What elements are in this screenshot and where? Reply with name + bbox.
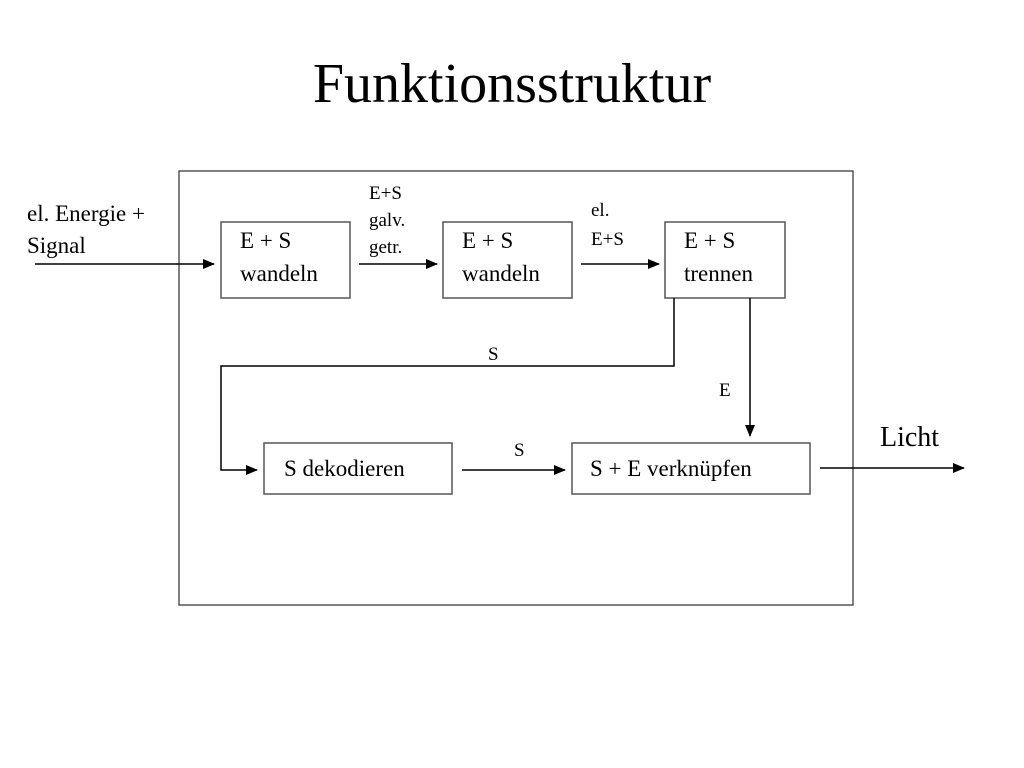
box-convert-1: E + S wandeln [220, 221, 351, 299]
input-label-line2: Signal [27, 233, 86, 258]
box-convert-2-text: E + S wandeln [462, 228, 540, 286]
flow-label-galvanic-line1: E+S [369, 183, 402, 204]
box-combine: S + E verknüpfen [571, 442, 811, 495]
box-separate-frame [664, 221, 786, 299]
box-convert-2-line1: E + S [462, 228, 513, 253]
box-combine-label: S + E verknüpfen [590, 456, 752, 481]
box-decode: S dekodieren [263, 442, 453, 495]
box-convert-1-line1: E + S [240, 228, 291, 253]
box-combine-frame [571, 442, 811, 495]
output-label: Licht [880, 422, 939, 453]
input-label: el. Energie + Signal [27, 201, 151, 258]
flow-label-electric-line2: E+S [591, 229, 624, 250]
flow-label-electric-line1: el. [591, 200, 609, 221]
flow-label-signal-decoded: S [514, 440, 525, 461]
box-separate-line2: trennen [684, 261, 753, 286]
flow-label-galvanic-line2: galv. [369, 210, 405, 231]
box-convert-2-frame [442, 221, 573, 299]
box-separate: E + S trennen [664, 221, 786, 299]
flow-label-galvanic: E+S galv. getr. [369, 183, 410, 258]
box-convert-2: E + S wandeln [442, 221, 573, 299]
box-separate-text: E + S trennen [684, 228, 753, 286]
flow-label-signal-feedback: S [488, 344, 499, 365]
box-decode-frame [263, 442, 453, 495]
input-label-line1: el. Energie + [27, 201, 145, 226]
box-convert-1-frame [220, 221, 351, 299]
flow-label-energy: E [719, 380, 731, 401]
box-decode-label: S dekodieren [284, 456, 405, 481]
box-convert-1-text: E + S wandeln [240, 228, 318, 286]
flow-label-electric: el. E+S [591, 200, 624, 250]
flow-label-galvanic-line3: getr. [369, 237, 402, 258]
arrow-separate-to-decode [220, 298, 675, 475]
box-convert-1-line2: wandeln [240, 261, 318, 286]
page-title: Funktionsstruktur [312, 53, 712, 115]
box-convert-2-line2: wandeln [462, 261, 540, 286]
box-separate-line1: E + S [684, 228, 735, 253]
system-boundary [178, 170, 854, 606]
